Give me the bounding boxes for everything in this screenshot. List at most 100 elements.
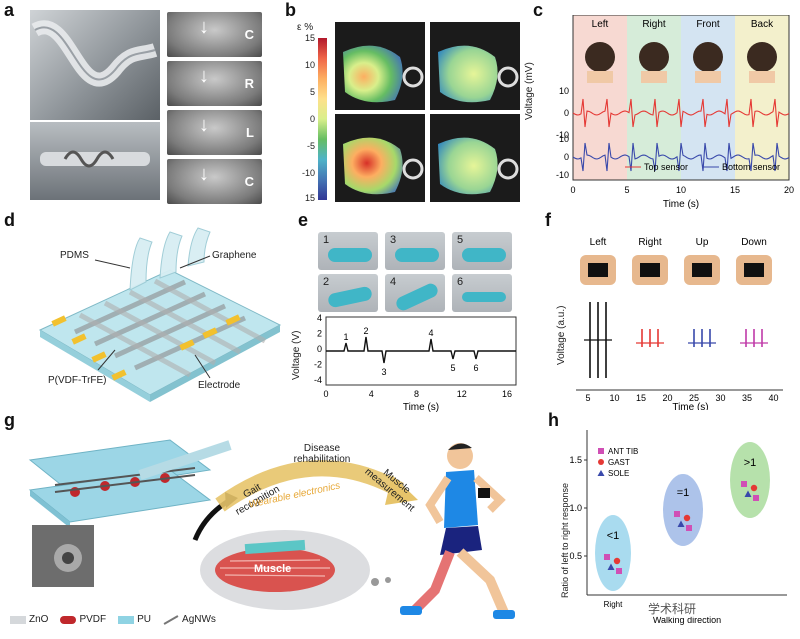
legend-swatch bbox=[60, 615, 77, 624]
h-ytick: 1.5 bbox=[569, 455, 582, 465]
panel-label-d: d bbox=[4, 210, 15, 230]
watermark-text: 学术科研 bbox=[645, 600, 700, 617]
c-column-bg bbox=[627, 15, 681, 180]
f-xtick: 20 bbox=[662, 393, 672, 403]
c-xtick: 20 bbox=[784, 185, 794, 195]
e-peak-label: 2 bbox=[363, 326, 368, 336]
e-peak-label: 1 bbox=[343, 332, 348, 342]
ribbon-photo bbox=[30, 10, 160, 120]
f-xlabel: Time (s) bbox=[672, 402, 708, 410]
finger-tile: 5 bbox=[452, 232, 512, 270]
h-ytick: 0.5 bbox=[569, 551, 582, 561]
legend-text: AgNWs bbox=[182, 614, 216, 625]
f-column-label: Left bbox=[590, 237, 607, 248]
finger-shape bbox=[462, 248, 506, 262]
panel-label-c: c bbox=[533, 0, 544, 20]
h-point-gast bbox=[613, 557, 621, 565]
tile-number: 3 bbox=[390, 234, 397, 246]
wrist-band bbox=[588, 263, 608, 277]
h-bubble-label: =1 bbox=[677, 487, 690, 499]
e-ytick: -4 bbox=[314, 375, 322, 385]
tile-number: 6 bbox=[457, 276, 464, 288]
h-ytick: 1.0 bbox=[569, 503, 582, 513]
h-point-ant-tib bbox=[616, 568, 622, 574]
e-peak-label: 3 bbox=[381, 367, 386, 377]
e-xtick: 4 bbox=[369, 389, 374, 399]
colorbar-tick: 10 bbox=[304, 60, 315, 70]
down-arrow-icon: ↓ bbox=[199, 114, 209, 136]
h-legend-square bbox=[598, 448, 604, 454]
c-ytick: 0 bbox=[564, 152, 569, 162]
h-xtick-right: Right bbox=[604, 600, 623, 609]
panel-label-f: f bbox=[545, 210, 551, 230]
f-column-label: Down bbox=[741, 237, 767, 248]
finger-tile: 6 bbox=[452, 274, 512, 312]
wearable-scene bbox=[28, 439, 515, 619]
head-photo bbox=[693, 42, 723, 72]
h-bubble-label: >1 bbox=[744, 457, 757, 469]
c-legend-bottom: Bottom sensor bbox=[722, 162, 780, 172]
head-photo bbox=[585, 42, 615, 72]
f-xtick: 10 bbox=[609, 393, 619, 403]
legend-swatch bbox=[10, 615, 26, 624]
panel-label-e: e bbox=[298, 210, 309, 230]
f-xtick: 25 bbox=[689, 393, 699, 403]
e-ylabel: Voltage (V) bbox=[291, 330, 302, 380]
panel-label-g: g bbox=[4, 410, 15, 430]
legend-item: PVDF bbox=[60, 614, 106, 625]
e-ytick: 4 bbox=[317, 313, 322, 323]
h-point-ant-tib bbox=[604, 554, 610, 560]
c-legend-top: Top sensor bbox=[644, 162, 688, 172]
label-electrode: Electrode bbox=[198, 380, 241, 391]
label-graphene: Graphene bbox=[212, 250, 257, 261]
finger-shape bbox=[395, 248, 439, 262]
h-point-sole bbox=[607, 563, 615, 570]
h-point-ant-tib bbox=[686, 525, 692, 531]
panel-label-h: h bbox=[548, 410, 559, 430]
e-xtick: 12 bbox=[457, 389, 467, 399]
h-point-sole bbox=[744, 490, 752, 497]
down-arrow-icon: ↓ bbox=[199, 16, 209, 38]
h-bubble bbox=[730, 442, 770, 518]
c-column-bg bbox=[573, 15, 627, 180]
legend-item: ZnO bbox=[10, 614, 48, 625]
legend-item: AgNWs bbox=[163, 614, 216, 625]
finger-tile: 1 bbox=[318, 232, 378, 270]
h-point-gast bbox=[750, 484, 758, 492]
finger-tile: 2 bbox=[318, 274, 378, 312]
h-bubble bbox=[595, 515, 631, 591]
h-bubble-label: <1 bbox=[607, 530, 620, 542]
eye-direction-label: C bbox=[244, 27, 254, 42]
head-photo bbox=[747, 42, 777, 72]
h-legend-triangle bbox=[597, 470, 605, 476]
finger-shape bbox=[462, 292, 506, 302]
coil-sensor-icon bbox=[40, 150, 150, 168]
wrist-band bbox=[692, 263, 712, 277]
legend-item: PU bbox=[118, 614, 151, 625]
eye-direction-label: C bbox=[244, 174, 254, 189]
legend-text: ZnO bbox=[29, 614, 49, 625]
finger-tile: 3 bbox=[385, 232, 445, 270]
c-ytick: 10 bbox=[559, 86, 569, 96]
c-column-label: Right bbox=[642, 19, 666, 30]
colorbar-tick: -10 bbox=[301, 168, 315, 178]
c-plot-frame bbox=[572, 15, 790, 181]
tile-number: 4 bbox=[390, 276, 397, 288]
f-column-label: Right bbox=[638, 237, 662, 248]
neck-photo bbox=[641, 71, 667, 83]
sensor-array-diagram bbox=[38, 227, 282, 402]
colorbar-tick: -5 bbox=[306, 141, 315, 151]
eye-direction-label: L bbox=[246, 125, 254, 140]
h-point-gast bbox=[683, 514, 691, 522]
e-xtick: 8 bbox=[414, 389, 419, 399]
wrist-band bbox=[640, 263, 660, 277]
h-legend-label: ANT TIB bbox=[608, 447, 638, 456]
h-point-ant-tib bbox=[753, 495, 759, 501]
fingers-photo bbox=[30, 122, 160, 200]
panel-label-a: a bbox=[4, 0, 15, 20]
head-photo bbox=[639, 42, 669, 72]
